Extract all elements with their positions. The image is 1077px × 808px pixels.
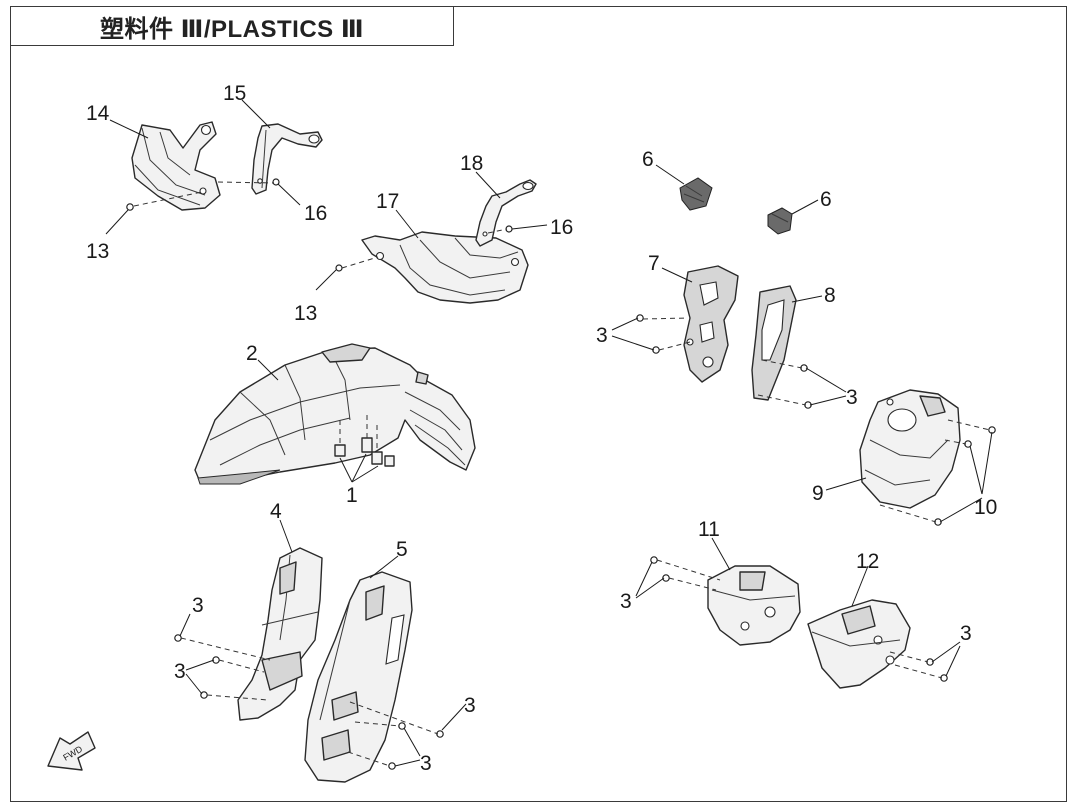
part-11-cover [707, 565, 801, 646]
callout-9: 9 [812, 482, 824, 505]
callout-4: 4 [270, 500, 282, 523]
part-15-bracket [251, 123, 323, 195]
callout-3-fork-right-lower: 3 [420, 752, 432, 775]
diagram-frame [10, 6, 1067, 802]
fwd-arrow: FWD [47, 731, 96, 771]
part-2-front-fender [194, 343, 476, 485]
part-18-bracket [475, 179, 537, 247]
part-14-hand-guard-left [131, 121, 221, 211]
callout-3-lower-left: 3 [620, 590, 632, 613]
callout-18: 18 [460, 152, 483, 175]
callout-6-right: 6 [820, 188, 832, 211]
part-12-cover [807, 599, 911, 689]
part-7-bracket-plate [683, 265, 739, 383]
callout-13-right: 13 [294, 302, 317, 325]
callout-3-upper-right: 3 [846, 386, 858, 409]
callout-6-left: 6 [642, 148, 654, 171]
callout-labels: 14 15 16 13 18 17 16 13 6 6 7 8 3 3 2 1 … [86, 82, 997, 775]
callout-13-left: 13 [86, 240, 109, 263]
leader-lines [105, 99, 993, 767]
assembly-lines [133, 181, 991, 767]
callout-3-lower-right: 3 [960, 622, 972, 645]
callout-12: 12 [856, 550, 879, 573]
part-1-bolts [334, 415, 395, 467]
part-9-cover [859, 389, 961, 509]
callout-3-fork-right-upper: 3 [464, 694, 476, 717]
callout-3-fork-middle: 3 [174, 660, 186, 683]
callout-7: 7 [648, 252, 660, 275]
part-6-boot-a [679, 177, 713, 211]
callout-1: 1 [346, 484, 358, 507]
callout-16-right: 16 [550, 216, 573, 239]
part-6-boot-b [767, 207, 793, 235]
part-4-fork-guard-left [237, 547, 323, 721]
callout-10: 10 [974, 496, 997, 519]
callout-8: 8 [824, 284, 836, 307]
callout-2: 2 [246, 342, 258, 365]
part-8-frame-plate [751, 285, 797, 401]
callout-5: 5 [396, 538, 408, 561]
diagram-title: 塑料件 Ⅲ/PLASTICS Ⅲ [99, 15, 365, 43]
callout-15: 15 [223, 82, 246, 105]
callout-14: 14 [86, 102, 110, 125]
callout-17: 17 [376, 190, 399, 213]
callout-16-left: 16 [304, 202, 327, 225]
callout-11: 11 [698, 518, 720, 541]
title-box: 塑料件 Ⅲ/PLASTICS Ⅲ [10, 6, 454, 46]
part-17-hand-guard-right [361, 231, 529, 304]
part-5-fork-guard-right [304, 571, 413, 783]
callout-3-fork-upper: 3 [192, 594, 204, 617]
callout-3-upper-left: 3 [596, 324, 608, 347]
